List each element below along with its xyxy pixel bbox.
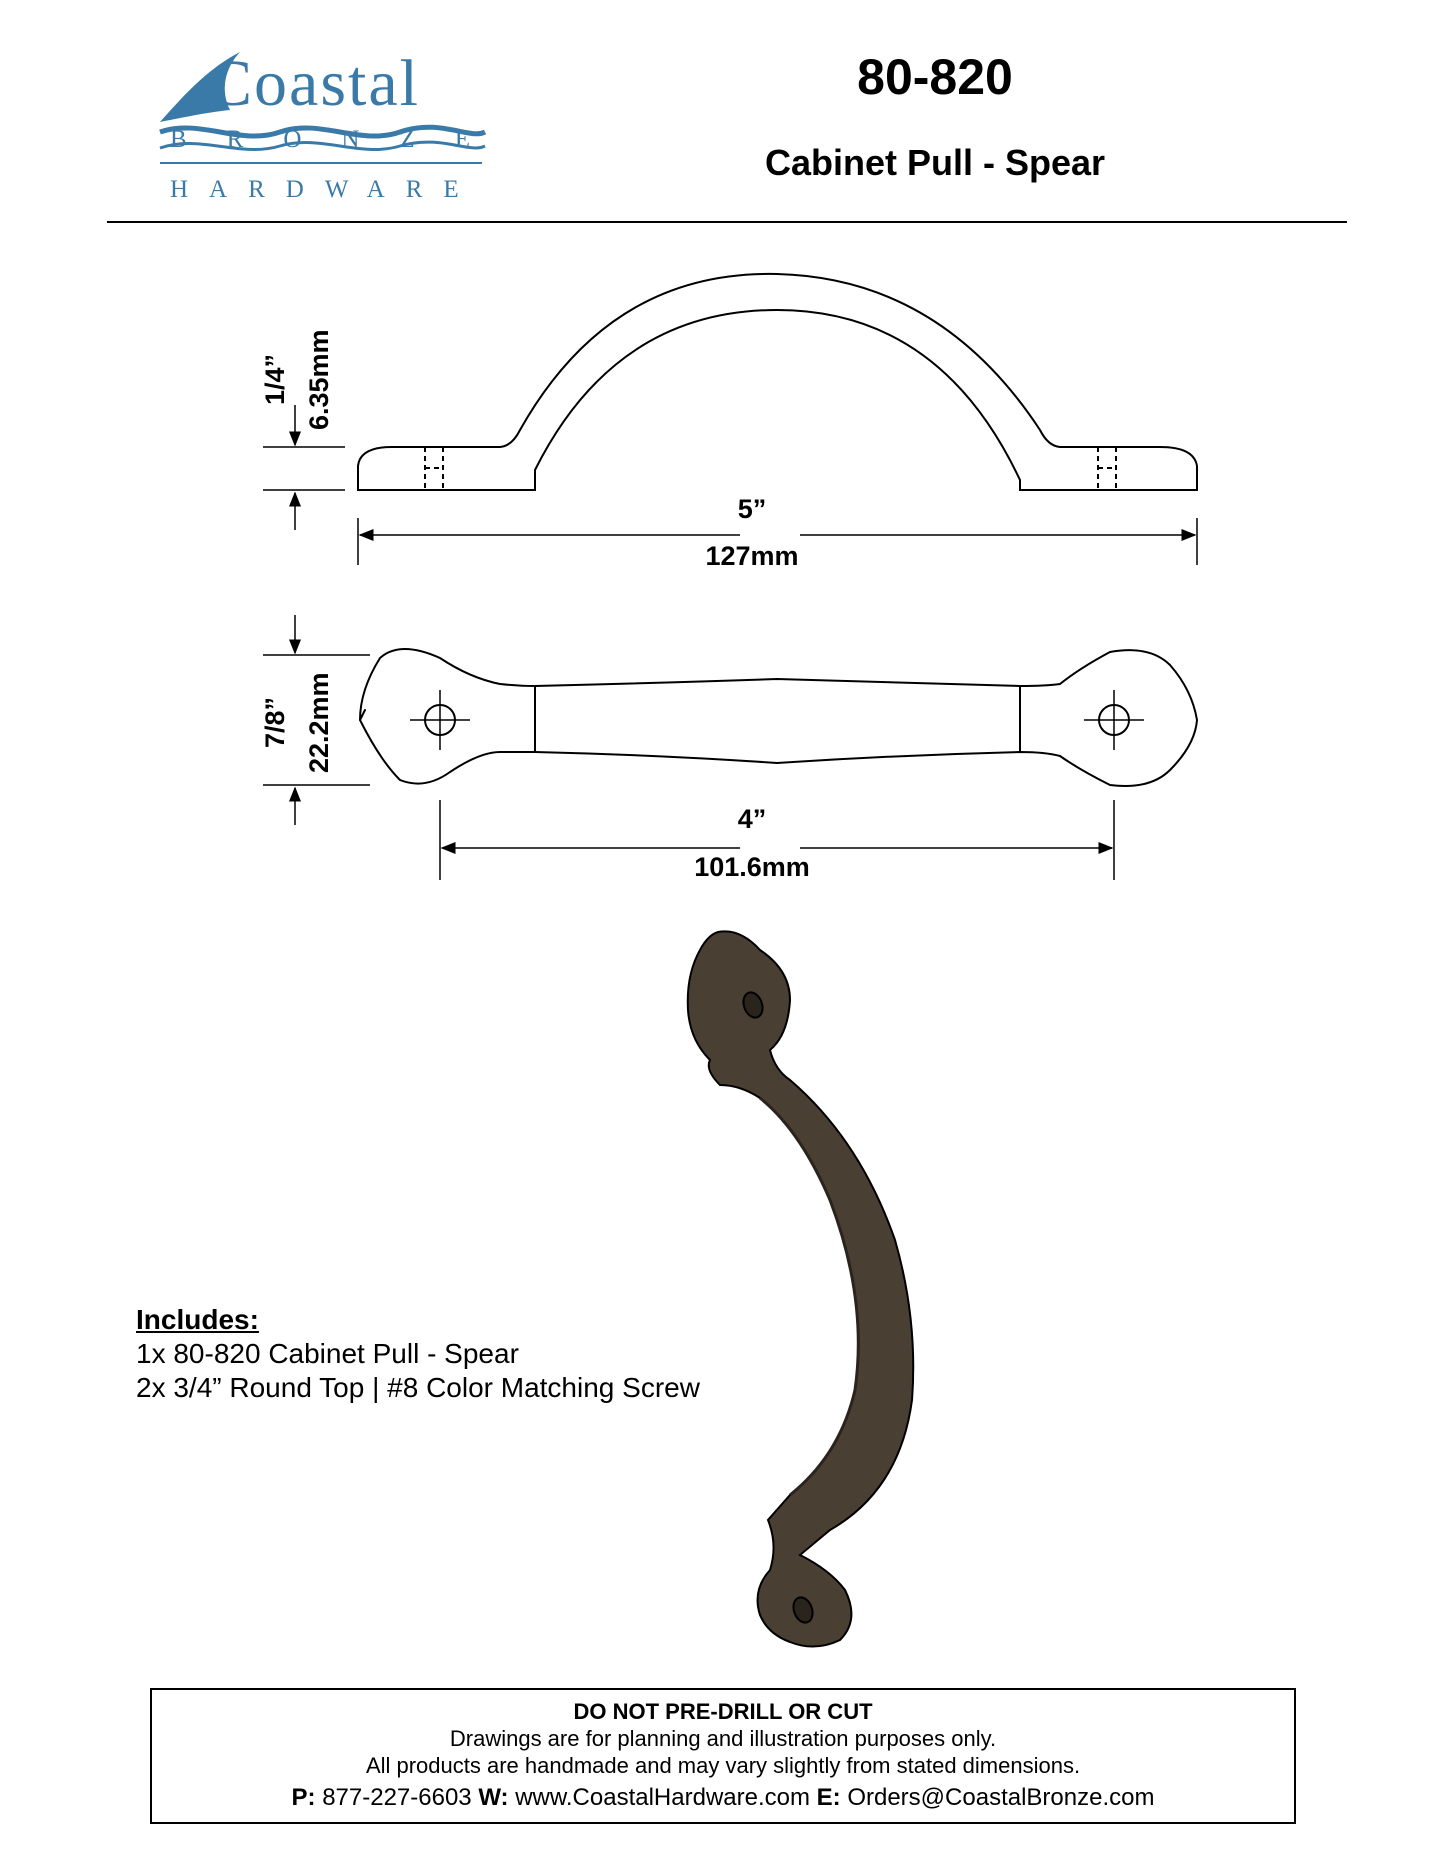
logo-word: Coastal [208,47,420,120]
top-center-in: 4” [738,804,767,834]
includes-item: 1x 80-820 Cabinet Pull - Spear [136,1338,519,1369]
top-view-outline [358,648,1199,787]
includes-item: 2x 3/4” Round Top | #8 Color Matching Sc… [136,1372,700,1403]
side-height-mm: 6.35mm [304,329,334,430]
phone-number[interactable]: 877-227-6603 [322,1784,472,1811]
top-width-in: 7/8” [260,697,290,748]
side-view-outline [357,272,1198,491]
part-number: 80-820 [857,49,1013,105]
email-label: E: [816,1784,841,1811]
logo-divider [160,162,482,164]
waves-icon [159,124,487,151]
top-view [263,615,1199,880]
top-width-mm: 22.2mm [304,672,334,773]
product-title: Cabinet Pull - Spear [764,142,1106,183]
logo-hardware-text: HARDWARE [170,176,480,203]
wave-icon [160,52,240,122]
phone-label: P: [291,1784,316,1811]
website-link[interactable]: www.CoastalHardware.com [515,1784,810,1811]
notice-box: DO NOT PRE-DRILL OR CUT Drawings are for… [150,1688,1296,1824]
side-length-mm: 127mm [705,541,798,571]
includes-title: Includes: [136,1304,259,1335]
notice-line-1: Drawings are for planning and illustrati… [449,1726,997,1751]
side-view [263,272,1198,565]
header-divider [107,221,1347,223]
brand-logo: Coastal BRONZE HARDWARE [150,40,490,210]
notice-title: DO NOT PRE-DRILL OR CUT [573,1699,873,1724]
contact-line: P: 877-227-6603 W: www.CoastalHardware.c… [152,1783,1294,1813]
notice-line-2: All products are handmade and may vary s… [365,1753,1081,1778]
logo-bronze-text: BRONZE [170,126,510,153]
top-center-mm: 101.6mm [694,852,810,882]
logo-hardware: HARDWARE [170,176,480,204]
cabinet-pull-render-icon [686,930,915,1648]
side-length-in: 5” [738,494,767,524]
logo-bronze: BRONZE [170,126,480,154]
includes-section: Includes: 1x 80-820 Cabinet Pull - Spear… [136,1303,700,1405]
email-link[interactable]: Orders@CoastalBronze.com [847,1784,1155,1811]
side-height-in: 1/4” [260,354,290,405]
web-label: W: [478,1784,509,1811]
